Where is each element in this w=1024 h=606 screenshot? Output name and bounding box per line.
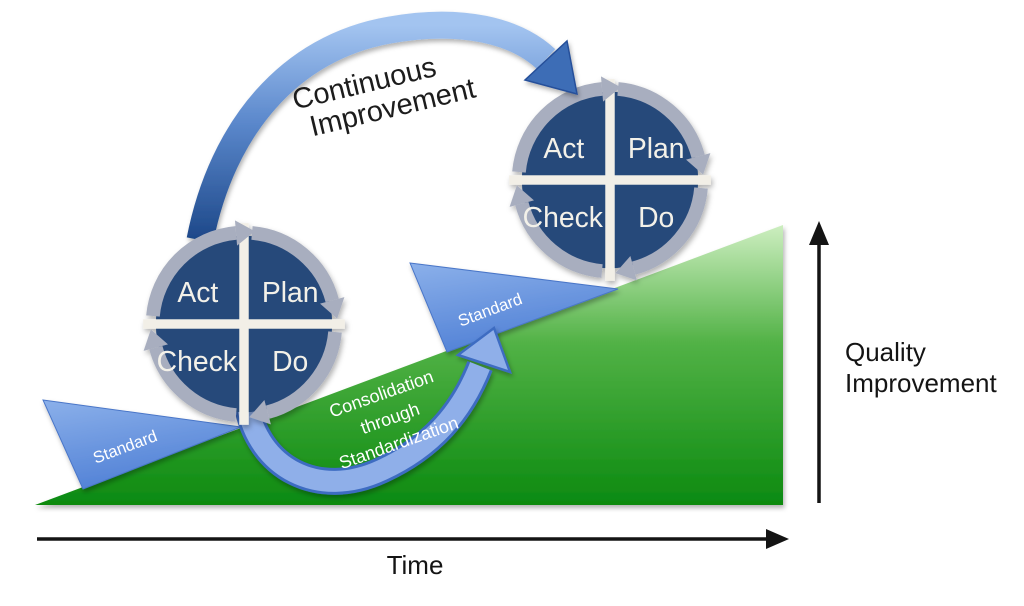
wheel-lower-plan-label: Plan <box>262 277 319 309</box>
wheel-upper-plan-label: Plan <box>628 133 685 165</box>
quality-axis-arrowhead-icon <box>809 221 829 245</box>
standard-wedge-lower-shape <box>42 399 243 490</box>
wheel-lower-act-label: Act <box>177 277 218 309</box>
pdca-wheel-upper: Act Plan Check Do <box>509 76 711 280</box>
pdca-wheel-lower: Act Plan Check Do <box>143 220 345 424</box>
wheel-upper-do-label: Do <box>638 202 674 234</box>
time-axis-arrowhead-icon <box>766 529 789 549</box>
quality-axis-label-line2: Improvement <box>845 368 997 398</box>
continuous-improvement-arrow <box>186 11 578 243</box>
time-axis: Time <box>37 529 789 580</box>
wheel-upper-check-label: Check <box>523 202 604 234</box>
standardization-arrow <box>233 325 513 495</box>
standard-wedge-lower <box>42 399 243 490</box>
continuous-improvement-arrowhead-icon <box>523 39 578 96</box>
wheel-lower-check-label: Check <box>157 346 238 378</box>
quality-axis: Quality Improvement <box>809 221 997 503</box>
standardization-arrow-body <box>236 362 490 492</box>
standard-wedge-upper-shape <box>409 262 619 353</box>
continuous-improvement-arrow-body <box>186 11 556 243</box>
wheel-upper-act-label: Act <box>543 133 584 165</box>
standard-wedge-upper <box>409 262 619 353</box>
time-axis-label: Time <box>387 550 444 580</box>
wheel-lower-do-label: Do <box>272 346 308 378</box>
quality-axis-label-line1: Quality <box>845 337 926 367</box>
standardization-arrowhead-icon <box>455 325 513 374</box>
